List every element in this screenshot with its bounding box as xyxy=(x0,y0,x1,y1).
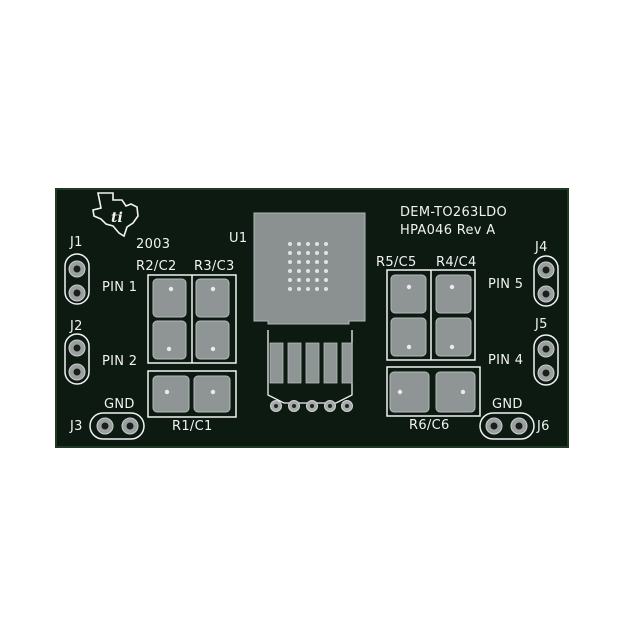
smd-pads xyxy=(152,274,476,413)
board-title-line1: DEM-TO263LDO xyxy=(400,205,507,220)
label-r2c2: R2/C2 xyxy=(136,259,177,274)
label-pin2: PIN 2 xyxy=(102,354,137,369)
connector-j1-outline xyxy=(64,253,90,305)
board-title-line2: HPA046 Rev A xyxy=(400,223,495,238)
connector-j2-outline xyxy=(64,333,90,385)
connector-j4-outline xyxy=(533,255,559,307)
connector-j3-outline xyxy=(89,412,145,440)
label-pin4: PIN 4 xyxy=(488,353,523,368)
label-r4c4: R4/C4 xyxy=(436,255,477,270)
label-r6c6: R6/C6 xyxy=(409,418,450,433)
connector-pads xyxy=(68,260,555,435)
label-j4: J4 xyxy=(534,240,548,255)
u1-lead-pads xyxy=(267,330,353,412)
component-box-r6c6 xyxy=(386,366,481,417)
connector-j5-outline xyxy=(533,334,559,386)
u1-thermal-pad xyxy=(253,212,366,325)
label-pin5: PIN 5 xyxy=(488,277,523,292)
label-pin1: PIN 1 xyxy=(102,280,137,295)
u1-thermal-vias xyxy=(288,242,328,291)
label-r5c5: R5/C5 xyxy=(376,255,417,270)
connector-j6-outline xyxy=(479,412,535,440)
label-u1: U1 xyxy=(229,231,247,246)
texas-instruments-logo: ti xyxy=(92,192,139,238)
label-j2: J2 xyxy=(69,319,83,334)
label-gnd-left: GND xyxy=(104,397,135,412)
label-j6: J6 xyxy=(536,419,550,434)
label-gnd-right: GND xyxy=(492,397,523,412)
label-j1: J1 xyxy=(69,235,83,250)
label-j5: J5 xyxy=(534,317,548,332)
label-j3: J3 xyxy=(69,419,83,434)
label-year: 2003 xyxy=(136,237,170,252)
label-r3c3: R3/C3 xyxy=(194,259,235,274)
component-box-r1c1 xyxy=(147,370,237,418)
svg-text:ti: ti xyxy=(111,210,123,226)
label-r1c1: R1/C1 xyxy=(172,419,213,434)
